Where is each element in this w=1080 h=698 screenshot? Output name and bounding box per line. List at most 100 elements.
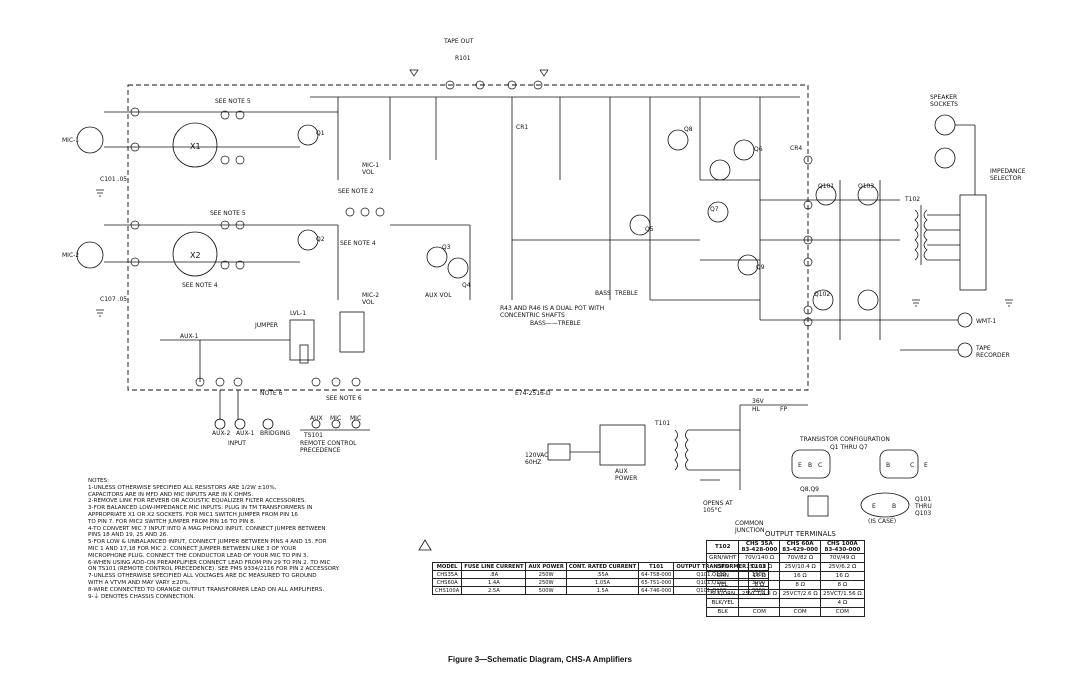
input-label: INPUT [228, 440, 246, 447]
table-cell: .55A [565, 570, 640, 579]
common-junction-label: COMMON JUNCTION [735, 520, 765, 534]
table-cell: 16 Ω [738, 571, 781, 581]
note-item: 8-WIRE CONNECTED TO ORANGE OUTPUT TRANSF… [88, 586, 325, 593]
output-terminals-title: OUTPUT TERMINALS [765, 530, 836, 538]
opens-at-label: OPENS AT 105°C [703, 500, 733, 514]
table-cell: 64-746-000 [638, 586, 675, 595]
note-6-label: NOTE 6 [260, 390, 283, 397]
table-cell: CHS35A [431, 570, 463, 579]
table-cell: 25V/10.4 Ω [779, 562, 822, 572]
aux-mic-1: MIC [330, 415, 342, 422]
jumper-label: JUMPER [255, 322, 278, 329]
ac-input-label: 120VAC 60HZ [525, 452, 549, 466]
tape-out-label: TAPE OUT [444, 38, 474, 45]
mic1-label: MIC-1 [62, 137, 80, 144]
aux-in-label: AUX-1 [180, 333, 199, 340]
cr4-label: CR4 [790, 145, 803, 152]
table-cell: 1.05A [565, 578, 640, 587]
note-item: 2-REMOVE LINK FOR REVERB OR ACOUSTIC EQU… [88, 498, 307, 505]
table-cell: 8 Ω [779, 580, 822, 590]
aux-mic-0: AUX [310, 415, 323, 422]
q101-label: Q101 [818, 183, 835, 190]
pin-e1: E [798, 462, 802, 469]
q1-label: Q1 [316, 130, 325, 137]
mic2-label: MIC-2 [62, 252, 80, 259]
q102-label: Q102 [814, 291, 831, 298]
table-cell: 16 Ω [779, 571, 822, 581]
see-note-4-b: SEE NOTE 4 [340, 240, 376, 247]
table-cell: 250W [525, 570, 567, 579]
transistor-config-range: Q1 THRU Q7 [830, 444, 868, 451]
table-cell: BLK [705, 607, 740, 617]
table-cell [738, 598, 781, 608]
aux-label-1: AUX-1 [236, 430, 255, 437]
pin-c1: C [818, 462, 823, 469]
table-cell: 25V 18 Ω [738, 562, 781, 572]
ps-hl: HL [752, 406, 760, 413]
c101-label: C101 .05 [100, 176, 128, 183]
lvl-label: LVL-1 [290, 310, 307, 317]
table-cell: 8 Ω [820, 580, 865, 590]
table-cell: CHS100A [431, 586, 463, 595]
table-cell: 1.5A [565, 586, 640, 595]
see-note-5-top: SEE NOTE 5 [215, 98, 251, 105]
notes-title: NOTES: [88, 478, 109, 484]
table-cell: 64-758-000 [638, 570, 675, 579]
t102-label: T102 [905, 196, 921, 203]
output-header-cell: CHS 60A 83-429-000 [779, 540, 822, 554]
note-item: 6-WHEN USING ADD-ON PREAMPLIFIER CONNECT… [88, 559, 331, 566]
x1-label: X1 [190, 142, 201, 151]
model-header-cell: MODEL [431, 562, 463, 571]
model-header-cell: CONT. RATED CURRENT [565, 562, 640, 571]
table-cell: 25VCT/1.56 Ω [820, 589, 865, 599]
table-cell: 16 Ω [820, 571, 865, 581]
table-cell: 65-751-000 [638, 578, 675, 587]
q103-label: Q103 [858, 183, 875, 190]
r43-note: R43 AND R46 IS A DUAL POT WITH CONCENTRI… [500, 305, 605, 319]
q5-label: Q5 [645, 226, 654, 233]
bass-label: BASS [595, 290, 611, 297]
transistor-case: (IS CASE) [868, 518, 897, 525]
transistor-q101: Q101 THRU Q103 [915, 496, 932, 517]
q4-label: Q4 [462, 282, 471, 289]
figure-caption: Figure 3—Schematic Diagram, CHS-A Amplif… [448, 655, 632, 664]
mic1-vol-label: MIC-1 VOL [362, 162, 380, 176]
note-item: 5-FOR LOW & UNBALANCED INPUT, CONNECT JU… [88, 539, 327, 546]
t101-label: T101 [655, 420, 671, 427]
note-item: CAPACITORS ARE IN MFD AND MIC INPUTS ARE… [88, 491, 253, 498]
table-cell: BLK/YEL [705, 598, 740, 608]
note-item: MICROPHONE PLUG. CONNECT THE CONDUCTOR L… [88, 552, 309, 559]
cr1-label: CR1 [516, 124, 529, 131]
note-item: WITH A VTVM AND MAY VARY ±20%. [88, 579, 191, 586]
output-header-cell: T102 [705, 540, 740, 554]
transistor-q8q9: Q8,Q9 [800, 486, 819, 493]
table-cell: BLK/ORN [705, 589, 740, 599]
treble-label: TREBLE [615, 290, 638, 297]
table-cell: 1.4A [461, 578, 527, 587]
table-cell: 25V/6.2 Ω [820, 562, 865, 572]
note-item: TO PIN 7. FOR MIC2 SWITCH JUMPER FROM PI… [88, 518, 256, 525]
aux-power-label: AUX POWER [615, 468, 638, 482]
note-item: 3-FOR BALANCED LOW-IMPEDANCE MIC INPUTS:… [88, 505, 313, 512]
pin-b3: B [892, 503, 897, 510]
model-header-cell: T101 [638, 562, 675, 571]
pin-b2: B [886, 462, 891, 469]
see-note-6: SEE NOTE 6 [326, 395, 362, 402]
table-cell: COM [738, 607, 781, 617]
see-note-4: SEE NOTE 4 [182, 282, 218, 289]
q6-label: Q6 [754, 146, 763, 153]
see-note-2: SEE NOTE 2 [338, 188, 374, 195]
q3-label: Q3 [442, 244, 451, 251]
table-cell: 250W [525, 578, 567, 587]
note-item: APPROPRIATE X1 OR X2 SOCKETS. FOR MIC1 S… [88, 511, 298, 518]
tape-recorder-label: TAPE RECORDER [976, 345, 1010, 359]
note-item: 9-⏚ DENOTES CHASSIS CONNECTION. [88, 593, 196, 600]
model-header-cell: AUX POWER [525, 562, 567, 571]
